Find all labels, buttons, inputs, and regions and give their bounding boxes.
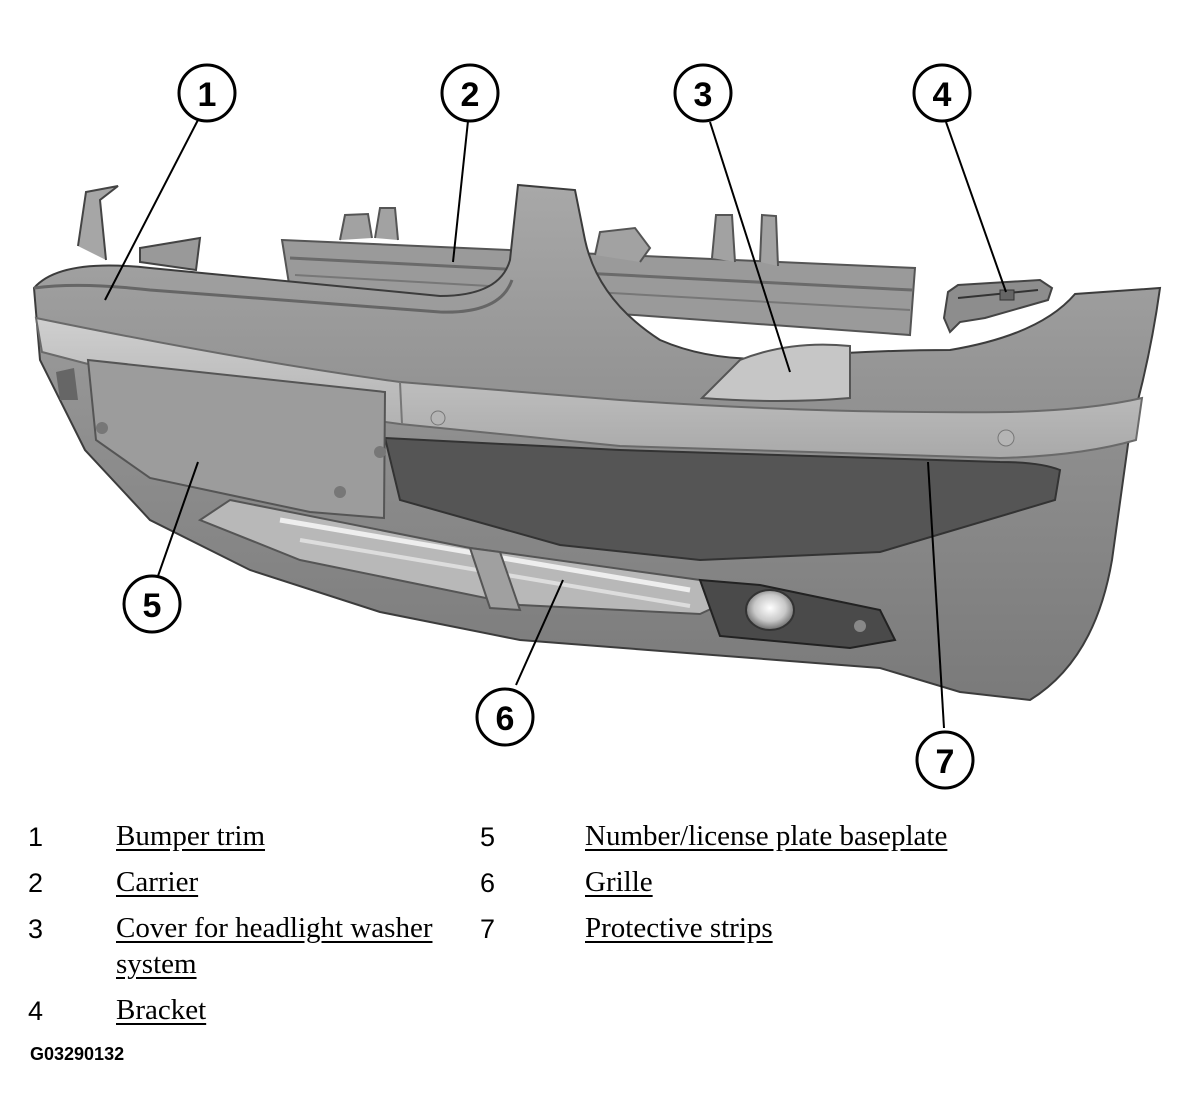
legend-link-grille[interactable]: Grille — [585, 866, 653, 898]
callout-2: 2 — [440, 63, 500, 123]
legend-number-6: 6 — [480, 868, 496, 898]
callout-7: 7 — [915, 730, 975, 790]
svg-text:6: 6 — [496, 700, 515, 738]
legend-link-headlight-washer-cover[interactable]: Cover for headlight washer — [116, 912, 433, 944]
svg-text:7: 7 — [936, 743, 955, 781]
leader-lines — [104, 117, 1007, 729]
legend-number-1: 1 — [28, 822, 44, 852]
callout-4: 4 — [912, 63, 972, 123]
legend-link-bumper-trim[interactable]: Bumper trim — [116, 820, 266, 852]
svg-text:1: 1 — [198, 76, 217, 114]
callout-3: 3 — [673, 63, 733, 123]
callout-6: 6 — [475, 687, 535, 747]
svg-text:2: 2 — [461, 76, 480, 114]
legend-number-2: 2 — [28, 868, 44, 898]
callout-5: 5 — [122, 574, 182, 634]
callout-1: 1 — [177, 63, 237, 123]
legend-link-protective-strips[interactable]: Protective strips — [585, 912, 773, 944]
bracket-part — [942, 278, 1054, 334]
legend-link-carrier[interactable]: Carrier — [116, 866, 199, 898]
svg-text:3: 3 — [694, 76, 713, 114]
svg-text:5: 5 — [143, 587, 162, 625]
legend-number-4: 4 — [28, 996, 44, 1026]
svg-text:4: 4 — [933, 76, 952, 114]
bumper-exploded-diagram: 1 2 3 4 5 6 7 — [32, 63, 1162, 790]
legend-number-7: 7 — [480, 914, 496, 944]
legend-number-5: 5 — [480, 822, 496, 852]
legend-number-3: 3 — [28, 914, 44, 944]
legend-link-bracket[interactable]: Bracket — [116, 994, 207, 1026]
bumper-cover — [32, 183, 1162, 702]
figure-code: G03290132 — [30, 1044, 125, 1064]
legend-link-license-plate-baseplate[interactable]: Number/license plate baseplate — [585, 820, 948, 852]
legend-link-headlight-washer-cover-line2[interactable]: system — [116, 948, 197, 980]
